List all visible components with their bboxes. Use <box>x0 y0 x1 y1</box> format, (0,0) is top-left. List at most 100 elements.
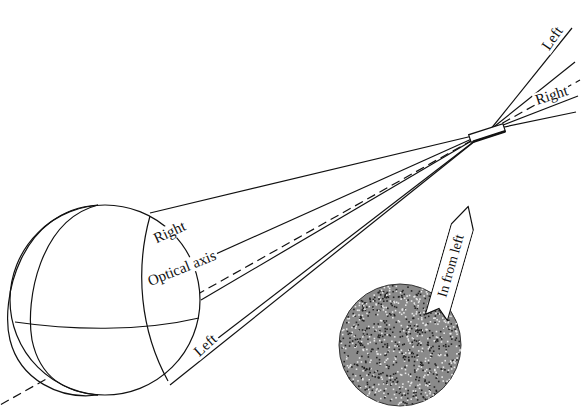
speckle-dot <box>357 361 359 363</box>
ray-line <box>490 62 575 130</box>
speckle-dot <box>408 360 410 362</box>
speckle-dot <box>372 300 374 302</box>
speckle-dot <box>407 338 409 340</box>
speckle-dot <box>448 319 450 321</box>
speckle-dot <box>386 381 388 383</box>
speckle-dot <box>421 389 423 391</box>
speckle-dot <box>378 298 380 300</box>
speckle-dot <box>359 342 361 344</box>
speckle-dot <box>438 348 440 350</box>
speckle-dot <box>349 377 351 379</box>
speckle-dot <box>432 335 434 337</box>
speckle-dot <box>364 330 366 332</box>
speckle-dot <box>391 340 393 342</box>
speckle-dot <box>402 297 404 299</box>
speckle-dot <box>374 300 376 302</box>
speckle-dot <box>404 309 406 311</box>
speckle-dot <box>420 294 422 296</box>
speckle-dot <box>368 356 370 358</box>
speckle-dot <box>388 368 390 370</box>
speckle-dot <box>429 346 431 348</box>
speckle-dot <box>346 356 348 358</box>
speckle-dot <box>377 336 379 338</box>
speckle-dot <box>436 377 438 379</box>
speckle-dot <box>434 386 436 388</box>
speckle-dot <box>361 341 363 343</box>
speckle-dot <box>437 366 439 368</box>
speckle-dot <box>435 315 437 317</box>
speckle-dot <box>437 323 439 325</box>
speckle-dot <box>404 405 406 407</box>
speckle-dot <box>455 331 457 333</box>
speckle-dot <box>430 347 432 349</box>
speckle-dot <box>437 340 439 342</box>
speckle-dot <box>440 368 442 370</box>
speckle-dot <box>347 371 349 373</box>
speckle-dot <box>387 315 389 317</box>
speckle-dot <box>374 340 376 342</box>
speckle-dot <box>444 355 446 357</box>
speckle-dot <box>425 329 427 331</box>
speckle-dot <box>384 328 386 330</box>
speckle-dot <box>410 333 412 335</box>
speckle-dot <box>445 382 447 384</box>
speckle-dot <box>365 362 367 364</box>
speckle-dot <box>363 318 365 320</box>
speckle-dot <box>397 371 399 373</box>
speckle-dot <box>377 292 379 294</box>
speckle-dot <box>399 393 401 395</box>
speckle-dot <box>369 336 371 338</box>
speckle-dot <box>427 372 429 374</box>
speckle-dot <box>426 329 428 331</box>
speckle-dot <box>366 306 368 308</box>
speckle-dot <box>384 344 386 346</box>
speckle-dot <box>424 332 426 334</box>
speckle-dot <box>383 320 385 322</box>
speckle-dot <box>417 335 419 337</box>
speckle-dot <box>358 385 360 387</box>
speckle-dot <box>415 379 417 381</box>
speckle-dot <box>407 398 409 400</box>
speckle-dot <box>384 390 386 392</box>
speckle-dot <box>396 391 398 393</box>
speckle-dot <box>421 335 423 337</box>
speckle-dot <box>410 398 412 400</box>
speckle-dot <box>379 330 381 332</box>
speckle-dot <box>375 343 377 345</box>
speckle-dot <box>415 390 417 392</box>
speckle-dot <box>415 397 417 399</box>
speckle-dot <box>415 392 417 394</box>
speckle-dot <box>374 338 376 340</box>
speckle-dot <box>386 382 388 384</box>
speckle-dot <box>362 349 364 351</box>
speckle-dot <box>371 348 373 350</box>
speckle-dot <box>442 380 444 382</box>
speckle-dot <box>412 313 414 315</box>
speckle-dot <box>406 336 408 338</box>
speckle-dot <box>398 296 400 298</box>
speckle-dot <box>421 351 423 353</box>
speckle-dot <box>416 294 418 296</box>
speckle-dot <box>404 360 406 362</box>
speckle-dot <box>380 354 382 356</box>
speckle-dot <box>367 315 369 317</box>
speckle-dot <box>429 383 431 385</box>
speckle-dot <box>414 371 416 373</box>
speckle-dot <box>374 376 376 378</box>
speckle-dot <box>413 315 415 317</box>
speckle-dot <box>416 311 418 313</box>
speckle-dot <box>459 345 461 347</box>
speckle-dot <box>349 345 351 347</box>
speckle-dot <box>450 360 452 362</box>
speckle-dot <box>434 322 436 324</box>
speckle-dot <box>398 393 400 395</box>
ray-line <box>201 133 485 300</box>
speckle-dot <box>384 287 386 289</box>
speckle-dot <box>339 340 341 342</box>
speckle-dot <box>395 358 397 360</box>
speckle-dot <box>393 361 395 363</box>
speckle-dot <box>395 356 397 358</box>
speckle-dot <box>412 318 414 320</box>
speckle-dot <box>355 375 357 377</box>
speckle-dot <box>382 403 384 405</box>
